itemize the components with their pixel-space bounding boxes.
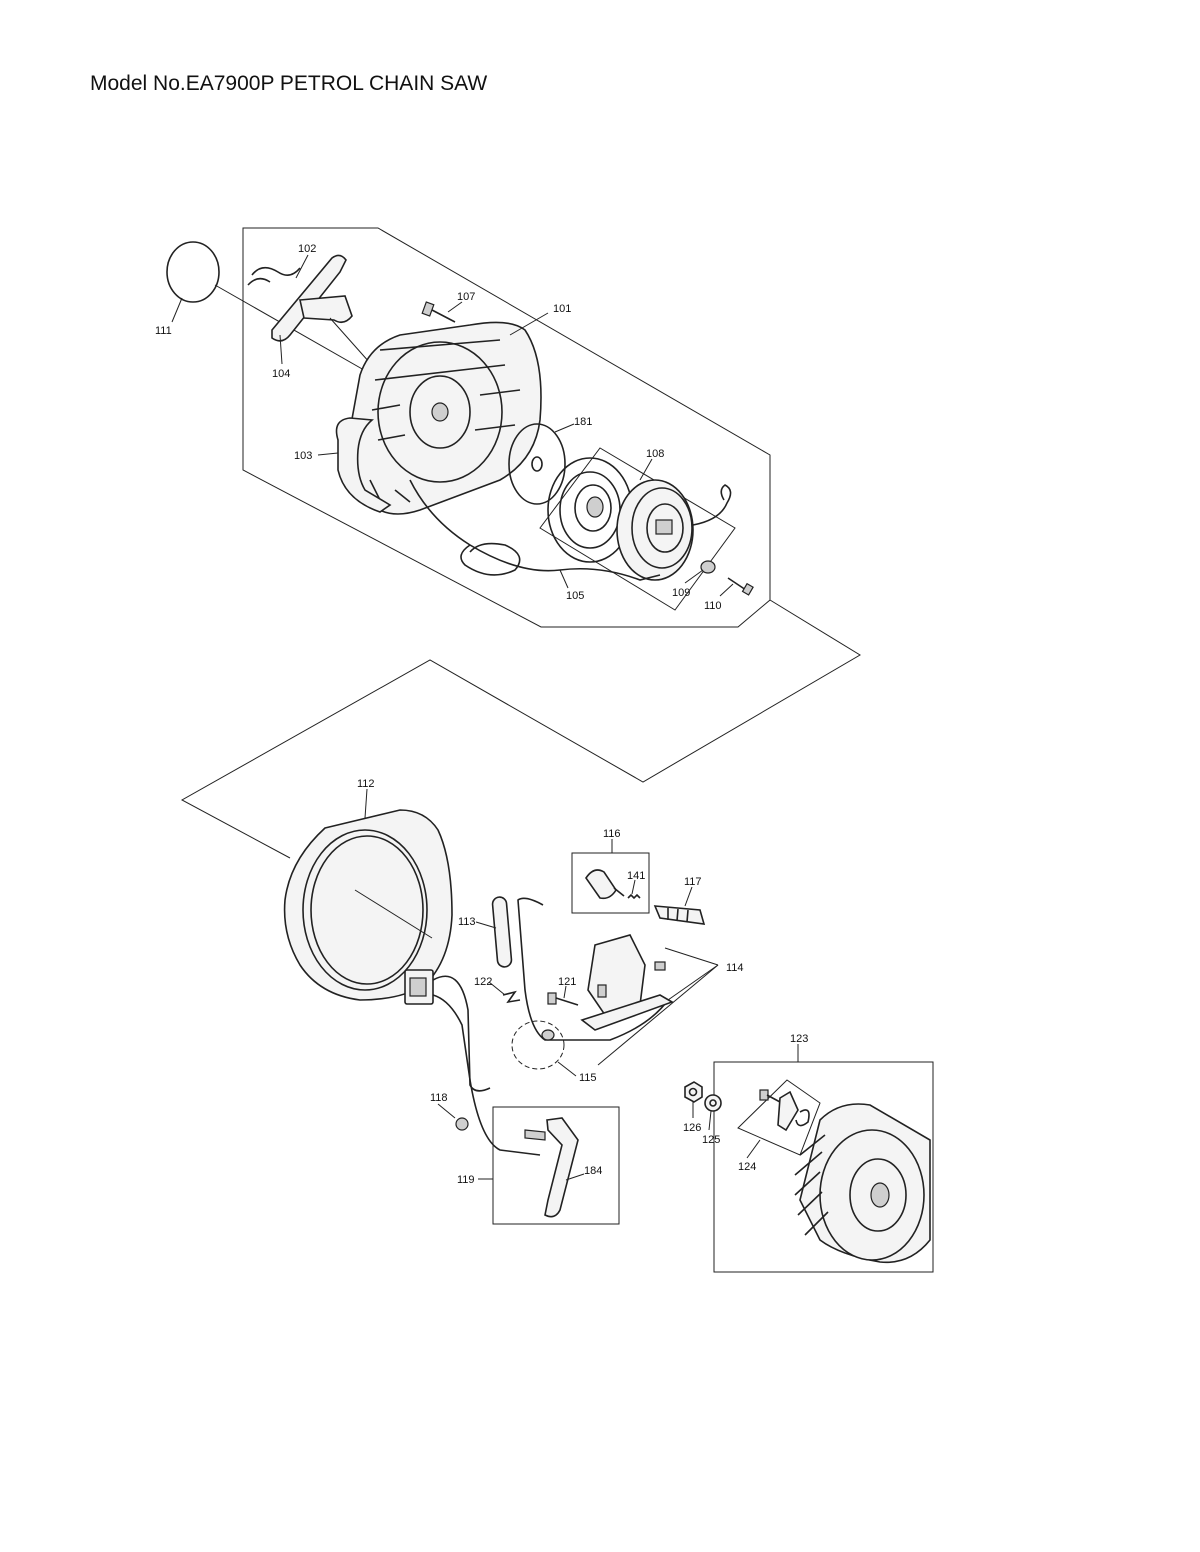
part-104-starter-handle bbox=[247, 254, 379, 373]
starter-group-outline bbox=[242, 227, 771, 628]
label-119: 119 bbox=[457, 1174, 475, 1186]
label-114: 114 bbox=[726, 962, 744, 974]
part-122-clip bbox=[502, 990, 521, 1004]
part-101-starter-housing bbox=[349, 321, 542, 515]
label-122: 122 bbox=[474, 976, 492, 988]
part-118-nut bbox=[455, 1117, 469, 1131]
group-connector-line bbox=[180, 599, 861, 859]
label-107: 107 bbox=[457, 291, 475, 303]
part-114-ht-lead bbox=[517, 897, 669, 1041]
part-141-spring bbox=[627, 893, 641, 900]
part-119-subbox bbox=[492, 1106, 620, 1225]
part-116-spark-plug-cap bbox=[585, 869, 625, 900]
label-181: 181 bbox=[574, 416, 592, 428]
label-141: 141 bbox=[627, 870, 645, 882]
part-107-screw bbox=[421, 301, 456, 323]
part-124-pawl bbox=[759, 1089, 810, 1132]
part-111-cap bbox=[166, 241, 220, 303]
part-116-subbox bbox=[571, 852, 650, 914]
part-124-subbox bbox=[737, 1079, 821, 1156]
label-126: 126 bbox=[683, 1122, 701, 1134]
starter-assembly-group bbox=[166, 227, 861, 859]
part-labels: 102 107 101 111 104 103 181 108 105 109 … bbox=[155, 243, 808, 1186]
part-114-ignition-coil bbox=[580, 934, 674, 1031]
label-123: 123 bbox=[790, 1033, 808, 1045]
page-title: Model No.EA7900P PETROL CHAIN SAW bbox=[90, 72, 488, 95]
part-113-tube bbox=[491, 896, 513, 968]
label-103: 103 bbox=[294, 450, 312, 462]
part-115-detail-circle bbox=[511, 1020, 565, 1070]
label-116: 116 bbox=[603, 828, 621, 840]
label-113: 113 bbox=[458, 916, 476, 928]
label-115: 115 bbox=[579, 1072, 597, 1084]
part-117-spark-plug bbox=[653, 905, 706, 925]
part-123-subbox bbox=[713, 1061, 934, 1273]
label-101: 101 bbox=[553, 303, 571, 315]
part-125-washer bbox=[704, 1094, 722, 1112]
label-104: 104 bbox=[272, 368, 290, 380]
part-105-starter-rope bbox=[409, 479, 661, 581]
label-124: 124 bbox=[738, 1161, 756, 1173]
part-108-reel bbox=[616, 479, 732, 581]
label-108: 108 bbox=[646, 448, 664, 460]
label-110: 110 bbox=[704, 600, 722, 612]
label-121: 121 bbox=[558, 976, 576, 988]
part-126-nut bbox=[684, 1081, 703, 1103]
part-109-washer bbox=[700, 560, 716, 574]
part-123-flywheel bbox=[794, 1103, 931, 1264]
label-102: 102 bbox=[298, 243, 316, 255]
part-112-fan-housing bbox=[283, 809, 453, 1001]
label-184: 184 bbox=[584, 1165, 602, 1177]
label-125: 125 bbox=[702, 1134, 720, 1146]
label-111: 111 bbox=[155, 325, 172, 337]
label-117: 117 bbox=[684, 876, 702, 888]
part-181-washer bbox=[508, 423, 566, 505]
label-118: 118 bbox=[430, 1092, 448, 1104]
leader-lines bbox=[171, 254, 799, 1181]
part-121-screw bbox=[547, 992, 579, 1006]
part-184-short-circuit-plate bbox=[524, 1117, 579, 1218]
part-103-rope-guide bbox=[335, 417, 392, 513]
label-105: 105 bbox=[566, 590, 584, 602]
label-112: 112 bbox=[357, 778, 375, 790]
part-110-screw bbox=[727, 577, 754, 596]
label-109: 109 bbox=[672, 587, 690, 599]
stop-switch bbox=[404, 969, 541, 1156]
